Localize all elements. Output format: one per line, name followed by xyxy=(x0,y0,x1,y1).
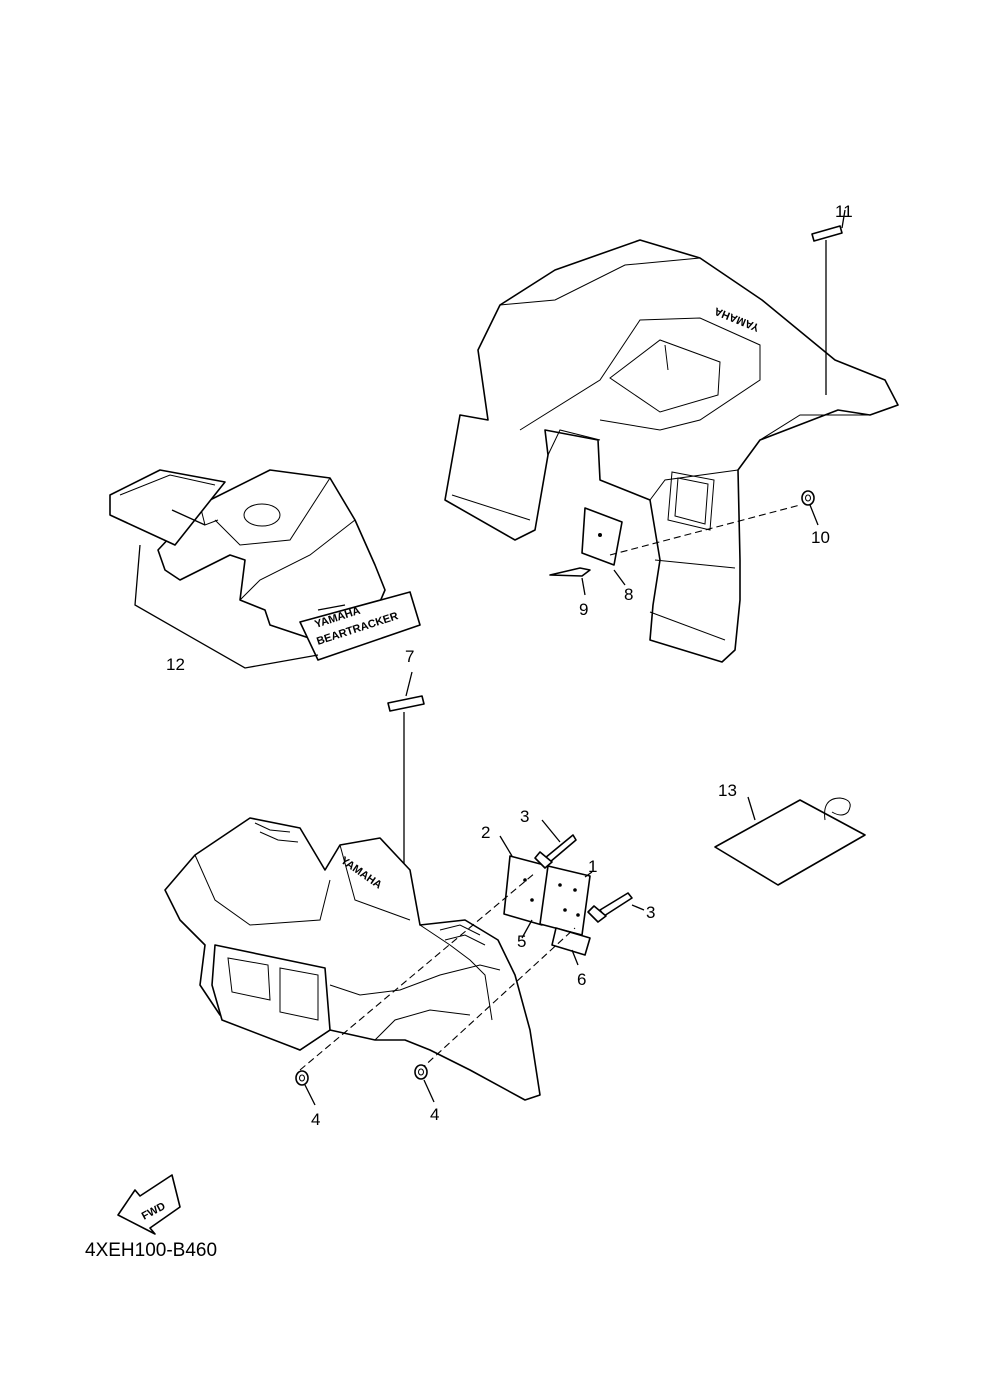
callout-5: 5 xyxy=(517,932,526,951)
callout-6: 6 xyxy=(577,970,586,989)
rear-fender: YAMAHA xyxy=(444,239,899,663)
bracket-1 xyxy=(539,865,591,936)
callout-3-right: 3 xyxy=(646,903,655,922)
leader-1 xyxy=(584,871,593,878)
leader-washer-right xyxy=(419,927,576,1071)
reference-code: 4XEH100-B460 xyxy=(85,1240,218,1261)
washer-4-right xyxy=(414,1064,435,1103)
label-11 xyxy=(811,209,846,395)
callout-8: 8 xyxy=(624,585,633,604)
leader-washer-left xyxy=(299,872,536,1071)
leader-8 xyxy=(613,569,626,586)
decal-12: BEARTRACKER YAMAHA xyxy=(109,469,421,669)
callout-7: 7 xyxy=(405,647,414,666)
callout-3-top: 3 xyxy=(520,807,529,826)
front-fender: YAMAHA xyxy=(164,817,541,1101)
leader-5 xyxy=(521,919,533,939)
callout-9: 9 xyxy=(579,600,588,619)
washer-10 xyxy=(801,490,819,526)
plate-6 xyxy=(551,927,591,956)
callout-11: 11 xyxy=(835,202,853,221)
callout-1: 1 xyxy=(588,857,597,876)
fwd-arrow: FWD xyxy=(117,1174,181,1235)
tag-13 xyxy=(714,796,866,886)
rivet-3-right xyxy=(587,892,645,923)
callout-4-left: 4 xyxy=(311,1110,320,1129)
callout-2: 2 xyxy=(481,823,490,842)
washer-4-left xyxy=(295,1070,316,1106)
rivet-3-top xyxy=(534,819,577,869)
callout-10: 10 xyxy=(811,528,830,547)
callout-13: 13 xyxy=(718,781,737,800)
callout-12: 12 xyxy=(166,655,185,674)
leader-6 xyxy=(571,949,579,966)
reflector-8 xyxy=(581,507,623,566)
leader-2 xyxy=(499,835,513,857)
rivet-9 xyxy=(549,567,591,596)
callout-4-right: 4 xyxy=(430,1105,439,1124)
